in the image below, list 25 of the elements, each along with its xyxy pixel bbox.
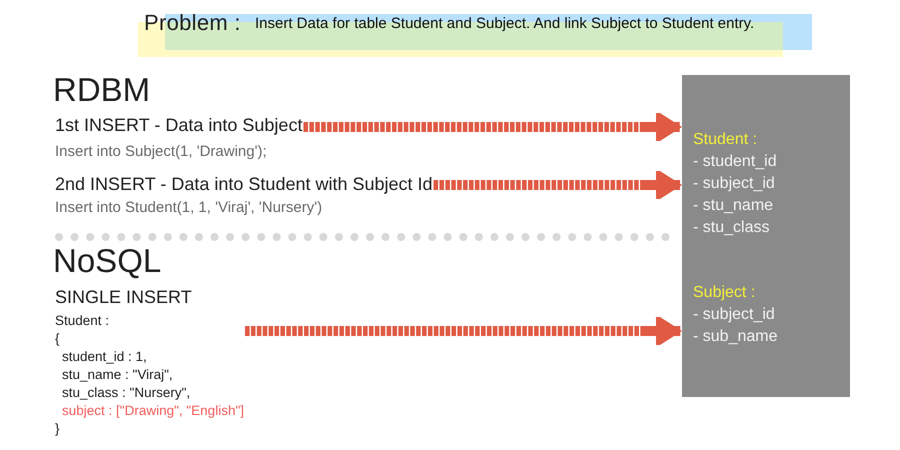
field-item: - stu_name bbox=[693, 196, 774, 216]
code-line: student_id : 1, bbox=[62, 348, 147, 366]
schema-heading: Student : bbox=[693, 130, 758, 150]
field-item: - student_id bbox=[693, 152, 777, 172]
code-line: { bbox=[55, 330, 60, 348]
schema-panel bbox=[682, 75, 850, 397]
field-item: - stu_class bbox=[693, 218, 770, 238]
code-line: subject : ["Drawing", "English"] bbox=[62, 402, 244, 420]
problem-statement: Insert Data for table Student and Subject. And link Subject to Student entry. bbox=[255, 15, 754, 33]
step-heading: 2nd INSERT - Data into Student with Subject Id bbox=[55, 174, 433, 196]
schema-heading: Subject : bbox=[693, 283, 756, 303]
step-heading: 1st INSERT - Data into Subject bbox=[55, 115, 302, 137]
problem-heading: Problem : bbox=[144, 10, 241, 36]
section-heading: NoSQL bbox=[53, 241, 162, 281]
field-item: - subject_id bbox=[693, 174, 775, 194]
field-item: - subject_id bbox=[693, 305, 775, 325]
code-line: } bbox=[55, 420, 60, 438]
step-heading: SINGLE INSERT bbox=[55, 287, 192, 309]
code-line: Student : bbox=[55, 312, 110, 330]
code-line: stu_name : "Viraj", bbox=[62, 366, 173, 384]
section-heading: RDBM bbox=[53, 70, 150, 110]
field-item: - sub_name bbox=[693, 327, 778, 347]
sql-statement: Insert into Subject(1, 'Drawing'); bbox=[55, 143, 267, 161]
code-line: stu_class : "Nursery", bbox=[62, 384, 190, 402]
sql-statement: Insert into Student(1, 1, 'Viraj', 'Nursery') bbox=[55, 199, 322, 217]
